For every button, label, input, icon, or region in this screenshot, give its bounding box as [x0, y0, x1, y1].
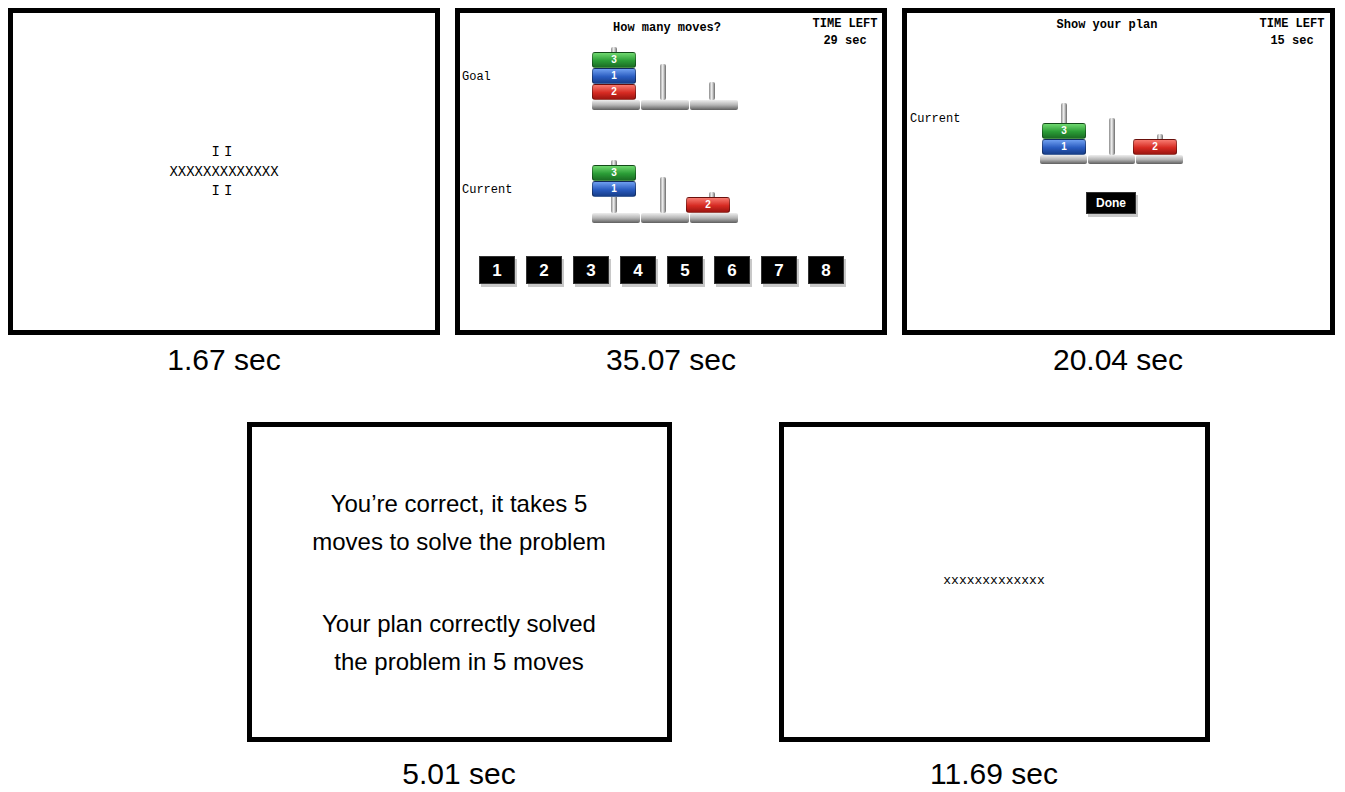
peg-set — [1040, 103, 1183, 164]
answer-button: 5 — [667, 256, 703, 284]
timer-text: TIME LEFT 15 sec — [1255, 16, 1329, 50]
tower-disk: 3 — [592, 52, 636, 68]
button-label: 3 — [574, 257, 608, 283]
disk-number: 2 — [687, 198, 729, 212]
tower-disk: 3 — [592, 165, 636, 181]
row-label: Current — [462, 183, 532, 197]
disk-number: 1 — [593, 69, 635, 83]
tower-disk: 1 — [592, 68, 636, 84]
screen-panel: You’re correct, it takes 5 moves to solv… — [247, 422, 672, 742]
tower-disk: 1 — [592, 181, 636, 197]
tower-disk: 2 — [592, 84, 636, 100]
answer-button: 8 — [808, 256, 844, 284]
fixation-mark: II — [179, 144, 269, 161]
prompt-text: How many moves? — [547, 21, 787, 35]
timer-text: TIME LEFT 29 sec — [808, 16, 882, 50]
disk-number: 1 — [1043, 140, 1085, 154]
peg-set — [592, 160, 738, 223]
prompt-text: Show your plan — [987, 18, 1227, 32]
button-label: 8 — [809, 257, 843, 283]
button-label: 2 — [527, 257, 561, 283]
answer-button: 4 — [620, 256, 656, 284]
duration-label: 20.04 sec — [958, 342, 1278, 378]
tower-disk: 1 — [1042, 139, 1086, 155]
screen-panel: How many moves? TIME LEFT 29 secGoalCurre… — [455, 8, 887, 335]
mask-string: XXXXXXXXXXXXX — [94, 164, 354, 181]
disk-number: 2 — [1134, 140, 1176, 154]
duration-label: 1.67 sec — [64, 342, 384, 378]
disk-number: 3 — [1043, 124, 1085, 138]
row-label: Goal — [462, 70, 532, 84]
tower-disk: 2 — [1133, 139, 1177, 155]
answer-button: 1 — [479, 256, 515, 284]
button-label: 5 — [668, 257, 702, 283]
row-label: Current — [910, 112, 980, 126]
tower-disk: 2 — [686, 197, 730, 213]
disk-number: 1 — [593, 182, 635, 196]
button-label: 7 — [762, 257, 796, 283]
duration-label: 35.07 sec — [511, 342, 831, 378]
feedback-text: You’re correct, it takes 5 moves to solv… — [307, 485, 612, 561]
fixation-mark: II — [179, 183, 269, 200]
screen-panel: Show your planTIME LEFT 15 secCurrent20.… — [902, 8, 1335, 335]
duration-label: 11.69 sec — [834, 756, 1154, 792]
screen-panel: IIXXXXXXXXXXXXXII1.67 sec — [8, 8, 440, 335]
answer-button: 7 — [761, 256, 797, 284]
button-label: Done — [1087, 193, 1135, 213]
tower-disk: 3 — [1042, 123, 1086, 139]
answer-button: Done — [1086, 192, 1136, 214]
disk-number: 3 — [593, 166, 635, 180]
duration-label: 5.01 sec — [299, 756, 619, 792]
disk-number: 3 — [593, 53, 635, 67]
feedback-text: Your plan correctly solved the problem i… — [307, 605, 612, 681]
button-label: 6 — [715, 257, 749, 283]
peg-set — [592, 47, 738, 110]
screen-panel: xxxxxxxxxxxxx11.69 sec — [779, 422, 1210, 742]
button-label: 4 — [621, 257, 655, 283]
answer-button: 3 — [573, 256, 609, 284]
button-label: 1 — [480, 257, 514, 283]
answer-button: 2 — [526, 256, 562, 284]
disk-number: 2 — [593, 85, 635, 99]
mask-string: xxxxxxxxxxxxx — [884, 573, 1104, 589]
answer-button: 6 — [714, 256, 750, 284]
